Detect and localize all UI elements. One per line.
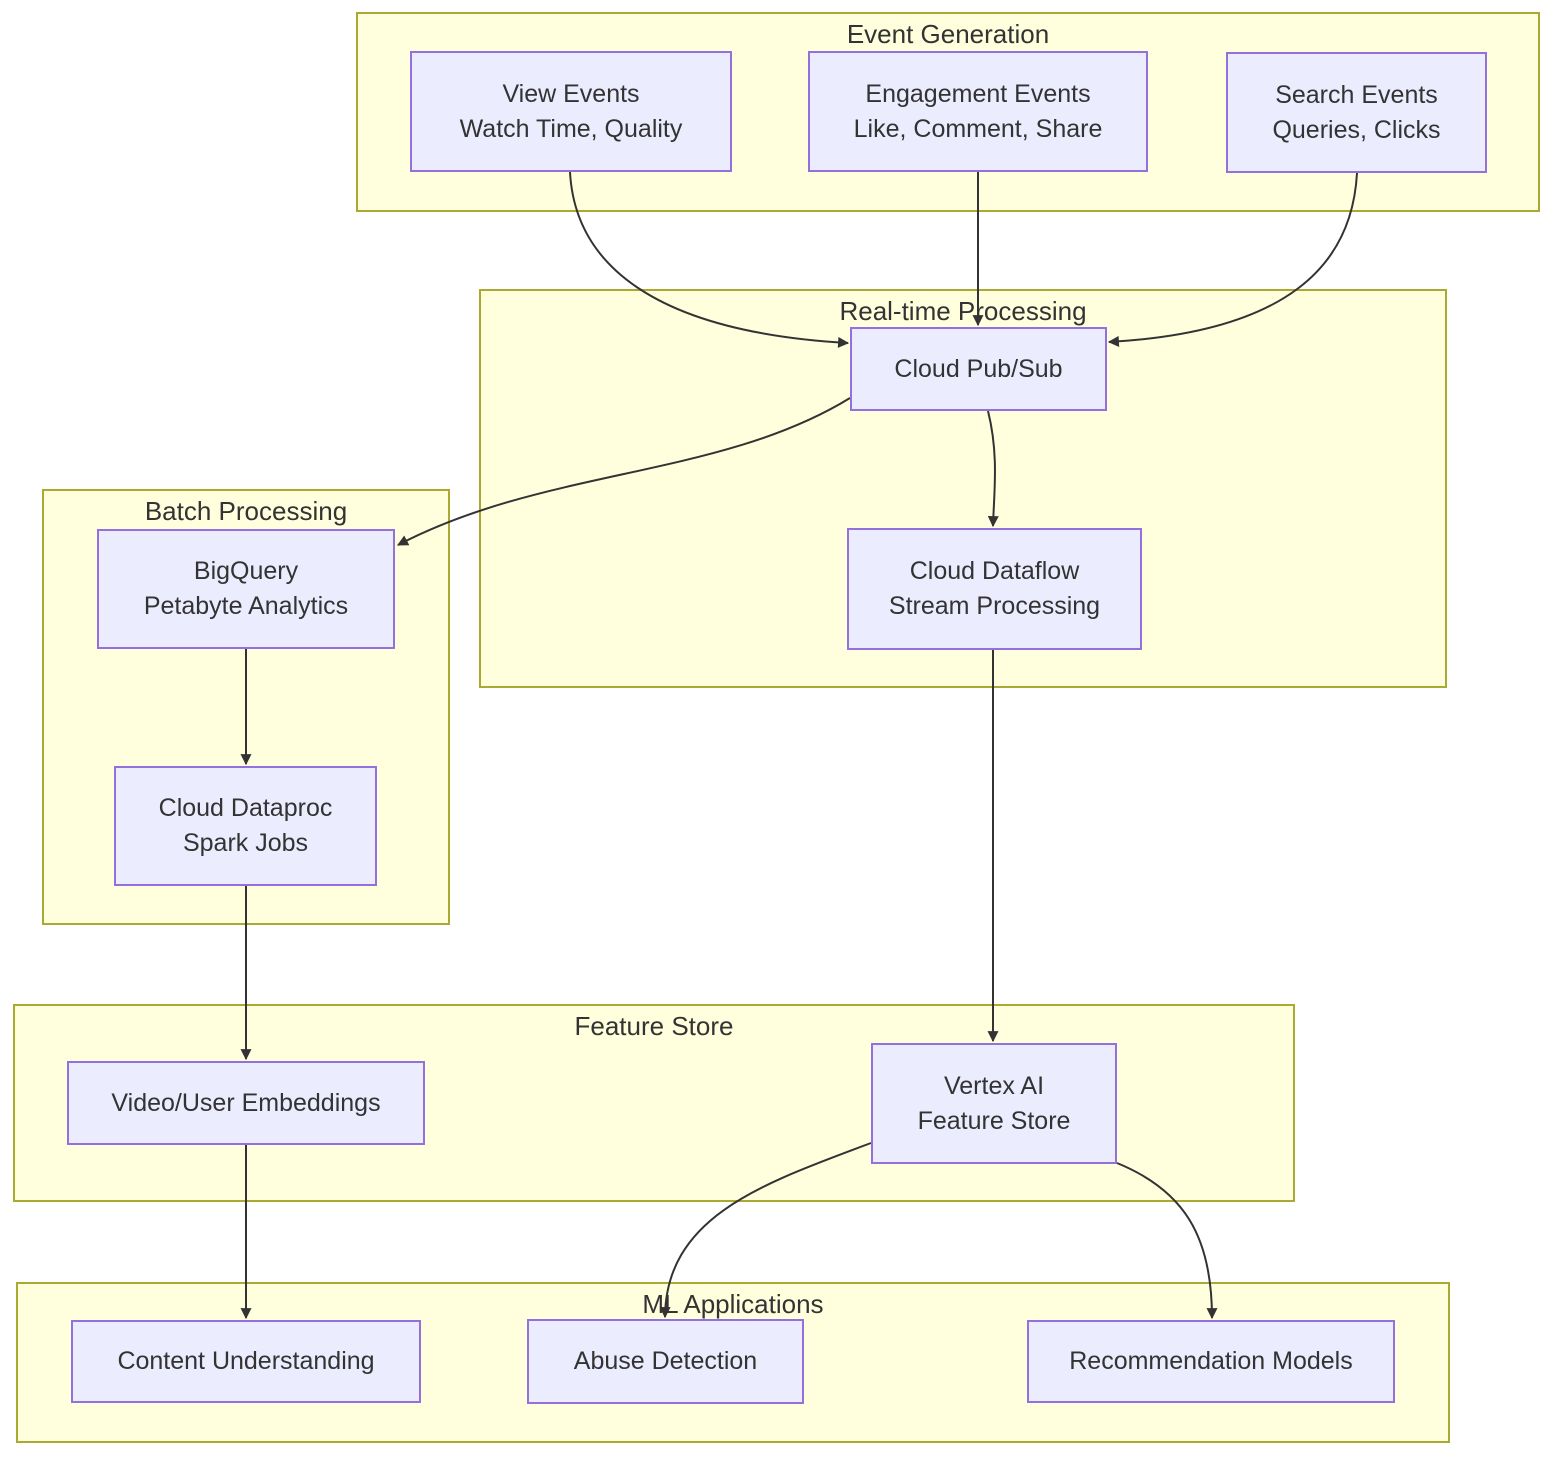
node-bigquery: BigQuery Petabyte Analytics [97,529,395,649]
node-vertex-ai-feature-store: Vertex AI Feature Store [871,1043,1117,1164]
node-cloud-dataflow-line1: Cloud Dataflow [909,557,1080,585]
node-search-events: Search Events Queries, Clicks [1226,52,1487,173]
node-cloud-dataproc-line2: Spark Jobs [182,829,309,857]
node-abuse-detection: Abuse Detection [527,1319,804,1404]
cluster-label-realtime-processing: Real-time Processing [839,296,1087,326]
cluster-label-event-generation: Event Generation [846,19,1050,49]
node-cloud-pubsub-line1: Cloud Pub/Sub [894,354,1063,383]
node-view-events-line1: View Events [502,79,640,108]
node-cloud-dataproc: Cloud Dataproc Spark Jobs [114,766,377,886]
node-cloud-dataproc-line1: Cloud Dataproc [158,794,333,822]
cluster-label-feature-store: Feature Store [574,1011,734,1041]
cluster-label-batch-processing: Batch Processing [144,496,348,526]
cluster-label-ml-applications: ML Applications [642,1289,824,1319]
node-recommendation-models: Recommendation Models [1027,1320,1395,1403]
node-search-events-line2: Queries, Clicks [1272,115,1441,144]
node-video-user-embeddings: Video/User Embeddings [67,1061,425,1145]
node-content-understanding-line1: Content Understanding [117,1347,375,1375]
node-bigquery-line1: BigQuery [193,557,299,585]
node-view-events-line2: Watch Time, Quality [459,114,683,143]
node-video-user-embeddings-line1: Video/User Embeddings [111,1088,381,1117]
node-cloud-dataflow-line2: Stream Processing [888,592,1101,620]
node-engagement-events-line2: Like, Comment, Share [853,114,1103,143]
node-search-events-line1: Search Events [1275,80,1438,109]
node-vertex-ai-line1: Vertex AI [943,1071,1045,1100]
node-engagement-events-line1: Engagement Events [865,79,1091,108]
node-vertex-ai-line2: Feature Store [917,1106,1071,1135]
node-cloud-dataflow: Cloud Dataflow Stream Processing [847,528,1142,650]
node-recommendation-models-line1: Recommendation Models [1069,1347,1353,1375]
node-view-events: View Events Watch Time, Quality [410,51,732,172]
node-engagement-events: Engagement Events Like, Comment, Share [808,51,1148,172]
node-cloud-pubsub: Cloud Pub/Sub [850,327,1107,411]
node-abuse-detection-line1: Abuse Detection [573,1347,758,1375]
node-content-understanding: Content Understanding [71,1320,421,1403]
node-bigquery-line2: Petabyte Analytics [143,592,349,620]
